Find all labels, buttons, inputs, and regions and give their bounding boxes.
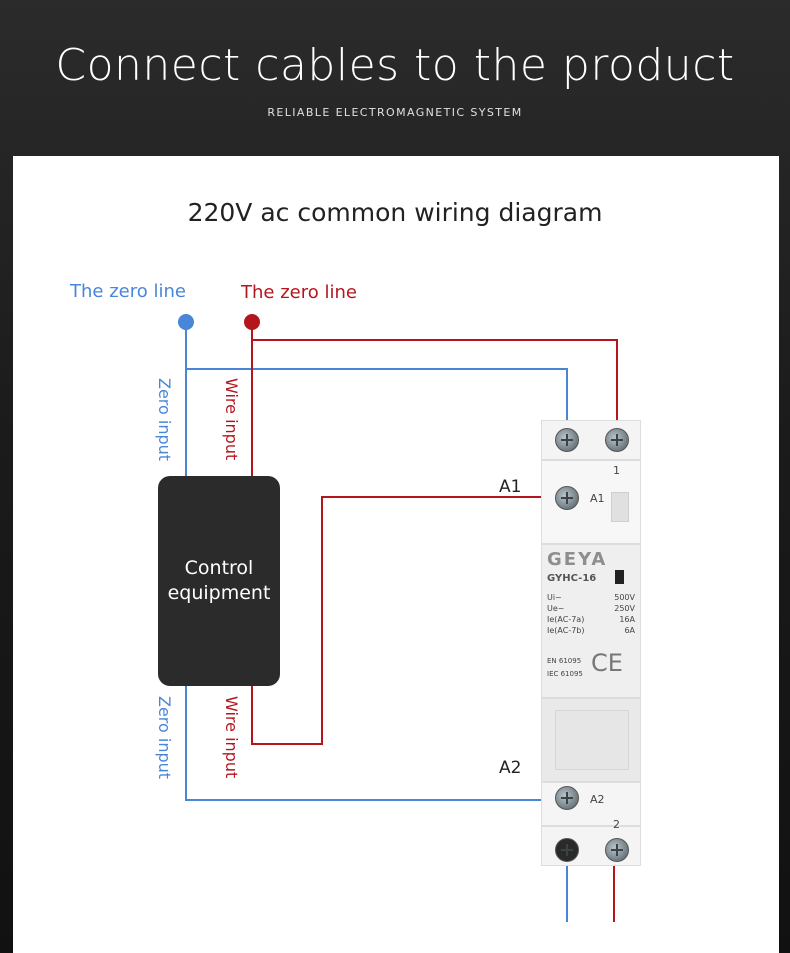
spec-row: Ie(AC-7a) 16A [547, 614, 635, 625]
terminal-a2-label: A2 [499, 758, 522, 778]
zero-input-top-label: Zero input [155, 378, 174, 462]
ce-mark: CE [591, 649, 623, 677]
device-latch [555, 710, 629, 770]
standard-iec: IEC 61095 [547, 670, 583, 678]
standard-en: EN 61095 [547, 657, 582, 665]
spec-label: Ie(AC-7b) [547, 626, 585, 635]
zero-line-label-red: The zero line [241, 282, 357, 303]
zero-line-label-blue: The zero line [70, 281, 186, 302]
diagram-title: 220V ac common wiring diagram [187, 198, 603, 227]
blue-wire-bottom [185, 686, 567, 801]
spec-label: Ui~ [547, 593, 562, 602]
screw-top-right-icon [605, 428, 629, 452]
terminal-a1-label: A1 [499, 477, 522, 497]
screw-bottom-right-icon [605, 838, 629, 862]
status-window [611, 492, 629, 522]
brand-logo: GEYA [547, 549, 608, 570]
spec-value: 500V [614, 593, 635, 602]
spec-row: Ue~ 250V [547, 603, 635, 614]
spec-value: 250V [614, 604, 635, 613]
screw-top-left-icon [555, 428, 579, 452]
terminal-1-label: 1 [613, 464, 620, 477]
control-label-line2: equipment [167, 582, 271, 604]
diagram-panel [13, 156, 779, 953]
zero-input-bottom-label: Zero input [155, 696, 174, 780]
spec-value: 16A [619, 615, 635, 624]
spec-value: 6A [624, 626, 635, 635]
coil-a1-label: A1 [590, 492, 605, 505]
screw-a2-icon [555, 786, 579, 810]
terminal-2-label: 2 [613, 818, 620, 831]
screw-a1-icon [555, 486, 579, 510]
wire-input-top-label: Wire input [222, 378, 241, 461]
blue-zero-line-dot [178, 314, 194, 330]
screw-bottom-left-icon [555, 838, 579, 862]
device-label-panel [541, 544, 641, 698]
indicator-square [615, 570, 624, 584]
red-zero-line-dot [244, 314, 260, 330]
spec-list: Ui~ 500V Ue~ 250V Ie(AC-7a) 16A Ie(AC-7b) 6A [547, 592, 635, 636]
coil-a2-label: A2 [590, 793, 605, 806]
control-equipment-box: Control equipment [158, 476, 280, 686]
blue-wire-top [185, 323, 568, 438]
model-number: GYHC-16 [547, 573, 597, 584]
wire-input-bottom-label: Wire input [222, 696, 241, 779]
page-title: Connect cables to the product [55, 40, 735, 91]
spec-label: Ie(AC-7a) [547, 615, 585, 624]
red-wire-top [251, 322, 618, 438]
spec-row: Ie(AC-7b) 6A [547, 625, 635, 636]
control-label-line1: Control [184, 557, 254, 579]
spec-label: Ue~ [547, 604, 565, 613]
page-subtitle: RELIABLE ELECTROMAGNETIC SYSTEM [267, 106, 523, 119]
spec-row: Ui~ 500V [547, 592, 635, 603]
red-wire-a1 [251, 496, 567, 745]
